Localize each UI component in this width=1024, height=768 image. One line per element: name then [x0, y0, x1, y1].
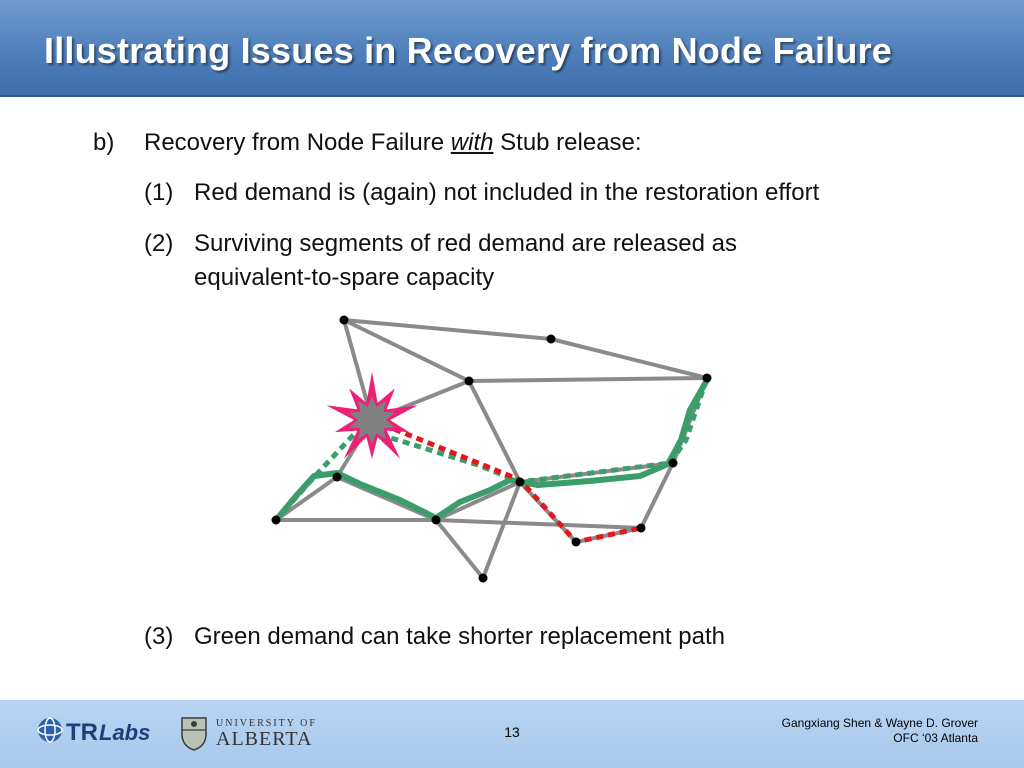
- node-C: [546, 334, 556, 344]
- link-C-D: [549, 337, 709, 380]
- trlabs-logo-labs: Labs: [99, 720, 150, 745]
- link-E-H: [467, 379, 522, 484]
- globe-icon: [37, 717, 63, 743]
- link-J-M: [434, 518, 485, 580]
- node-B: [339, 315, 349, 325]
- slide-footer: TR Labs UNIVERSITY OF ALBERTA 13 Gangxia…: [0, 700, 1024, 768]
- footer-authors: Gangxiang Shen & Wayne D. Grover: [781, 716, 978, 730]
- trlabs-logo-graphic: TR Labs: [37, 717, 150, 746]
- link-B-C: [342, 318, 553, 341]
- node-J: [431, 515, 441, 525]
- trlabs-logo: TR Labs: [36, 714, 156, 753]
- footer-credits: Gangxiang Shen & Wayne D. Grover OFC ‘03…: [782, 716, 978, 746]
- ualberta-line-1: UNIVERSITY OF: [216, 718, 317, 729]
- node-G: [636, 523, 646, 533]
- nodes-layer: [271, 315, 712, 583]
- item-1-marker: (1): [144, 179, 174, 206]
- green-demand-replacement-path: [273, 377, 710, 523]
- ualberta-logo-graphic: UNIVERSITY OF ALBERTA: [181, 717, 317, 751]
- node-H: [515, 477, 525, 487]
- item-2-text-line-2: equivalent-to-spare capacity: [194, 264, 495, 291]
- item-1-text: Red demand is (again) not included in th…: [194, 179, 820, 206]
- item-3-marker: (3): [144, 623, 174, 650]
- link-F-G: [639, 461, 675, 530]
- link-J-H: [434, 480, 522, 522]
- section-marker: b): [93, 129, 115, 156]
- item-2-text-line-1: Surviving segments of red demand are rel…: [194, 230, 737, 257]
- slide-header: Illustrating Issues in Recovery from Nod…: [0, 0, 1024, 97]
- green-demand-dotted-path: [274, 377, 710, 522]
- section-text-after: Stub release:: [500, 129, 642, 156]
- failed-node: [326, 372, 418, 459]
- link-J-G: [434, 518, 643, 530]
- red-demand-dotted-path: [371, 417, 642, 545]
- crest-icon: [181, 717, 207, 751]
- university-of-alberta-logo: UNIVERSITY OF ALBERTA: [178, 712, 328, 757]
- section-text-before: Recovery from Node Failure: [144, 129, 445, 156]
- link-M-H: [481, 480, 522, 580]
- node-D: [702, 373, 712, 383]
- section-emphasis: with: [450, 129, 494, 156]
- ualberta-line-2: ALBERTA: [216, 728, 312, 750]
- node-K: [332, 472, 342, 482]
- node-F: [668, 458, 678, 468]
- footer-venue: OFC ‘03 Atlanta: [893, 731, 978, 745]
- link-B-E: [342, 318, 471, 383]
- item-2-marker: (2): [144, 230, 174, 257]
- network-diagram: [271, 315, 712, 583]
- failed-node-core: [349, 396, 395, 444]
- node-M: [478, 573, 488, 583]
- node-E: [464, 376, 474, 386]
- link-K-I: [274, 475, 339, 522]
- node-I: [271, 515, 281, 525]
- page-number: 13: [504, 724, 520, 740]
- item-3-text: Green demand can take shorter replacemen…: [194, 623, 725, 650]
- slide-title: Illustrating Issues in Recovery from Nod…: [44, 30, 893, 71]
- section-heading: Recovery from Node Failure with Stub rel…: [144, 126, 642, 160]
- link-D-E: [467, 376, 709, 383]
- trlabs-logo-tr: TR: [66, 719, 98, 746]
- node-L: [571, 537, 581, 547]
